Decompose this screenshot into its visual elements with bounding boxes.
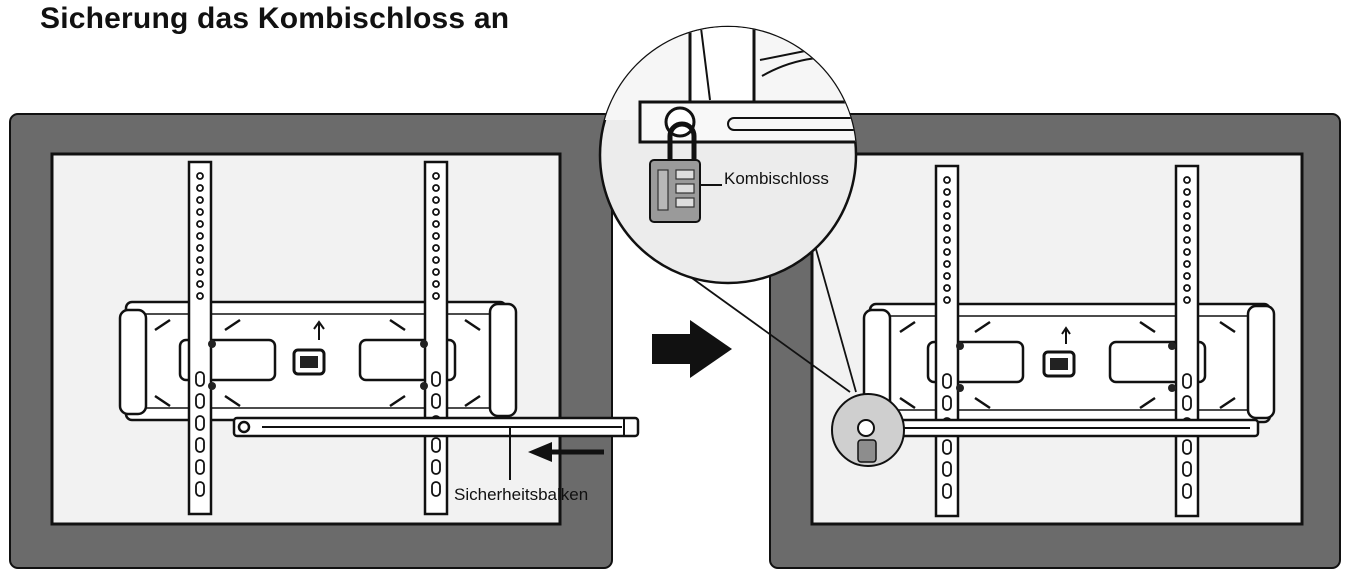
tv-before: Sicherheitsbalken — [9, 113, 640, 569]
combination-lock-icon — [649, 121, 701, 223]
wall-plate-left — [118, 300, 518, 422]
combination-lock-label: Kombischloss — [724, 169, 829, 188]
arrow-left-icon — [528, 442, 604, 462]
zoom-bubble: Kombischloss — [598, 25, 858, 285]
zoom-leader-lines — [677, 241, 857, 393]
arm-bolts-left — [208, 340, 428, 390]
arm-holes-right — [942, 176, 1192, 499]
safety-bar-right — [872, 418, 1260, 438]
arm-holes-left — [195, 172, 441, 497]
wall-plate-right — [862, 302, 1276, 424]
safety-bar-label: Sicherheitsbalken — [454, 485, 588, 504]
instruction-title: Sicherung das Kombischloss an — [40, 2, 510, 35]
lock-detail-marker — [831, 393, 905, 467]
safety-bar-left — [232, 416, 640, 438]
arrow-right-icon — [652, 320, 732, 378]
up-arrow-icon — [313, 320, 325, 340]
arm-bolts-right — [956, 342, 1176, 392]
tv-after — [769, 113, 1341, 569]
up-arrow-icon — [1061, 326, 1071, 344]
